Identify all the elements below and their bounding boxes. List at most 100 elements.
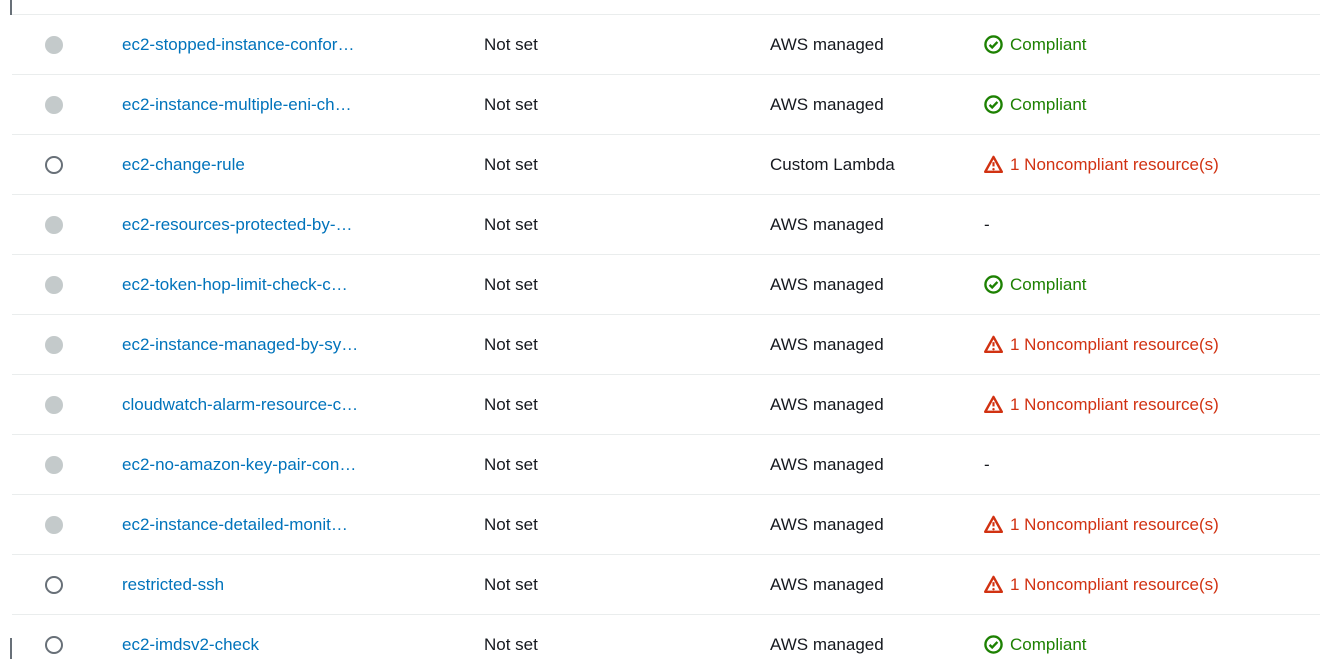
- table-row: ec2-stopped-instance-confor… Not set AWS…: [12, 15, 1320, 75]
- remediation-value: Not set: [484, 214, 538, 234]
- check-circle-icon: [984, 35, 1003, 54]
- row-select-cell: [12, 215, 110, 235]
- remediation-cell: Not set: [472, 275, 758, 295]
- compliance-status-text: Compliant: [1010, 634, 1087, 654]
- row-select-radio: [45, 336, 63, 355]
- compliance-cell: 1 Noncompliant resource(s): [972, 335, 1320, 355]
- remediation-value: Not set: [484, 454, 538, 474]
- remediation-cell: Not set: [472, 215, 758, 235]
- rule-name-cell: ec2-instance-multiple-eni-ch…: [110, 95, 472, 115]
- rule-name-link[interactable]: restricted-ssh: [122, 574, 225, 594]
- rule-name-cell: cloudwatch-alarm-resource-c…: [110, 395, 472, 415]
- remediation-value: Not set: [484, 514, 538, 534]
- table-row: ec2-token-hop-limit-check-c… Not set AWS…: [12, 255, 1320, 315]
- row-select-cell: [12, 335, 110, 355]
- remediation-cell: Not set: [472, 575, 758, 595]
- rule-name-link[interactable]: ec2-token-hop-limit-check-c…: [122, 274, 348, 294]
- remediation-value: Not set: [484, 394, 538, 414]
- remediation-value: Not set: [484, 34, 538, 54]
- row-select-cell: [12, 155, 110, 175]
- rule-name-link[interactable]: ec2-resources-protected-by-…: [122, 214, 353, 234]
- rule-type-cell: AWS managed: [758, 95, 972, 115]
- table-row: ec2-resources-protected-by-… Not set AWS…: [12, 195, 1320, 255]
- row-select-radio[interactable]: [45, 576, 63, 595]
- compliance-status-text: Compliant: [1010, 94, 1087, 114]
- row-select-cell: [12, 455, 110, 475]
- rule-type-cell: AWS managed: [758, 455, 972, 475]
- row-select-cell: [12, 515, 110, 535]
- rule-type-cell: AWS managed: [758, 395, 972, 415]
- remediation-cell: Not set: [472, 635, 758, 655]
- table-row: ec2-instance-managed-by-sy… Not set AWS …: [12, 315, 1320, 375]
- row-select-cell: [12, 95, 110, 115]
- remediation-value: Not set: [484, 274, 538, 294]
- compliance-status-text: 1 Noncompliant resource(s): [1010, 334, 1219, 354]
- rule-type-cell: AWS managed: [758, 215, 972, 235]
- rule-name-link[interactable]: ec2-change-rule: [122, 154, 245, 174]
- row-select-radio[interactable]: [45, 156, 63, 175]
- rule-type-value: AWS managed: [770, 274, 884, 294]
- row-select-cell: [12, 635, 110, 655]
- rule-name-link[interactable]: ec2-imdsv2-check: [122, 634, 259, 654]
- table-row: ec2-instance-detailed-monit… Not set AWS…: [12, 495, 1320, 555]
- check-circle-icon: [984, 275, 1003, 294]
- rule-name-cell: ec2-instance-detailed-monit…: [110, 515, 472, 535]
- rule-type-cell: AWS managed: [758, 635, 972, 655]
- rule-name-link[interactable]: cloudwatch-alarm-resource-c…: [122, 394, 359, 414]
- row-select-radio: [45, 516, 63, 535]
- rule-type-cell: AWS managed: [758, 275, 972, 295]
- rule-name-link[interactable]: ec2-instance-detailed-monit…: [122, 514, 348, 534]
- remediation-value: Not set: [484, 634, 538, 654]
- rule-name-cell: ec2-no-amazon-key-pair-con…: [110, 455, 472, 475]
- row-select-radio: [45, 276, 63, 295]
- rule-type-value: AWS managed: [770, 34, 884, 54]
- compliance-status-text: 1 Noncompliant resource(s): [1010, 394, 1219, 414]
- panel-left-border-top: [10, 0, 12, 15]
- rule-name-link[interactable]: ec2-no-amazon-key-pair-con…: [122, 454, 357, 474]
- rule-type-value: AWS managed: [770, 574, 884, 594]
- rules-table: ec2-stopped-instance-confor… Not set AWS…: [12, 14, 1320, 659]
- compliance-status-text: 1 Noncompliant resource(s): [1010, 514, 1219, 534]
- remediation-cell: Not set: [472, 515, 758, 535]
- rule-type-value: AWS managed: [770, 514, 884, 534]
- rule-type-value: AWS managed: [770, 454, 884, 474]
- rule-type-value: AWS managed: [770, 334, 884, 354]
- remediation-cell: Not set: [472, 335, 758, 355]
- row-select-radio: [45, 36, 63, 55]
- row-select-cell: [12, 275, 110, 295]
- compliance-cell: -: [972, 215, 1320, 235]
- warning-triangle-icon: [984, 575, 1003, 594]
- table-row: cloudwatch-alarm-resource-c… Not set AWS…: [12, 375, 1320, 435]
- row-select-cell: [12, 35, 110, 55]
- check-circle-icon: [984, 635, 1003, 654]
- row-select-radio: [45, 216, 63, 235]
- table-row: restricted-ssh Not set AWS managed: [12, 555, 1320, 615]
- warning-triangle-icon: [984, 395, 1003, 414]
- remediation-cell: Not set: [472, 155, 758, 175]
- table-row: ec2-change-rule Not set Custom Lambda: [12, 135, 1320, 195]
- remediation-cell: Not set: [472, 455, 758, 475]
- row-select-radio: [45, 96, 63, 115]
- compliance-cell: Compliant: [972, 275, 1320, 295]
- rule-name-cell: ec2-resources-protected-by-…: [110, 215, 472, 235]
- compliance-status-text: -: [984, 454, 990, 474]
- compliance-cell: 1 Noncompliant resource(s): [972, 395, 1320, 415]
- rule-name-link[interactable]: ec2-instance-managed-by-sy…: [122, 334, 359, 354]
- rule-name-link[interactable]: ec2-stopped-instance-confor…: [122, 34, 355, 54]
- compliance-cell: Compliant: [972, 35, 1320, 55]
- row-select-cell: [12, 575, 110, 595]
- compliance-status-text: -: [984, 214, 990, 234]
- compliance-status-text: Compliant: [1010, 34, 1087, 54]
- rule-type-value: Custom Lambda: [770, 154, 895, 174]
- rule-name-cell: ec2-instance-managed-by-sy…: [110, 335, 472, 355]
- remediation-value: Not set: [484, 94, 538, 114]
- rule-type-cell: Custom Lambda: [758, 155, 972, 175]
- rule-type-cell: AWS managed: [758, 575, 972, 595]
- rule-name-cell: ec2-token-hop-limit-check-c…: [110, 275, 472, 295]
- rule-type-value: AWS managed: [770, 394, 884, 414]
- remediation-cell: Not set: [472, 95, 758, 115]
- compliance-cell: 1 Noncompliant resource(s): [972, 155, 1320, 175]
- rule-name-link[interactable]: ec2-instance-multiple-eni-ch…: [122, 94, 352, 114]
- row-select-radio[interactable]: [45, 636, 63, 655]
